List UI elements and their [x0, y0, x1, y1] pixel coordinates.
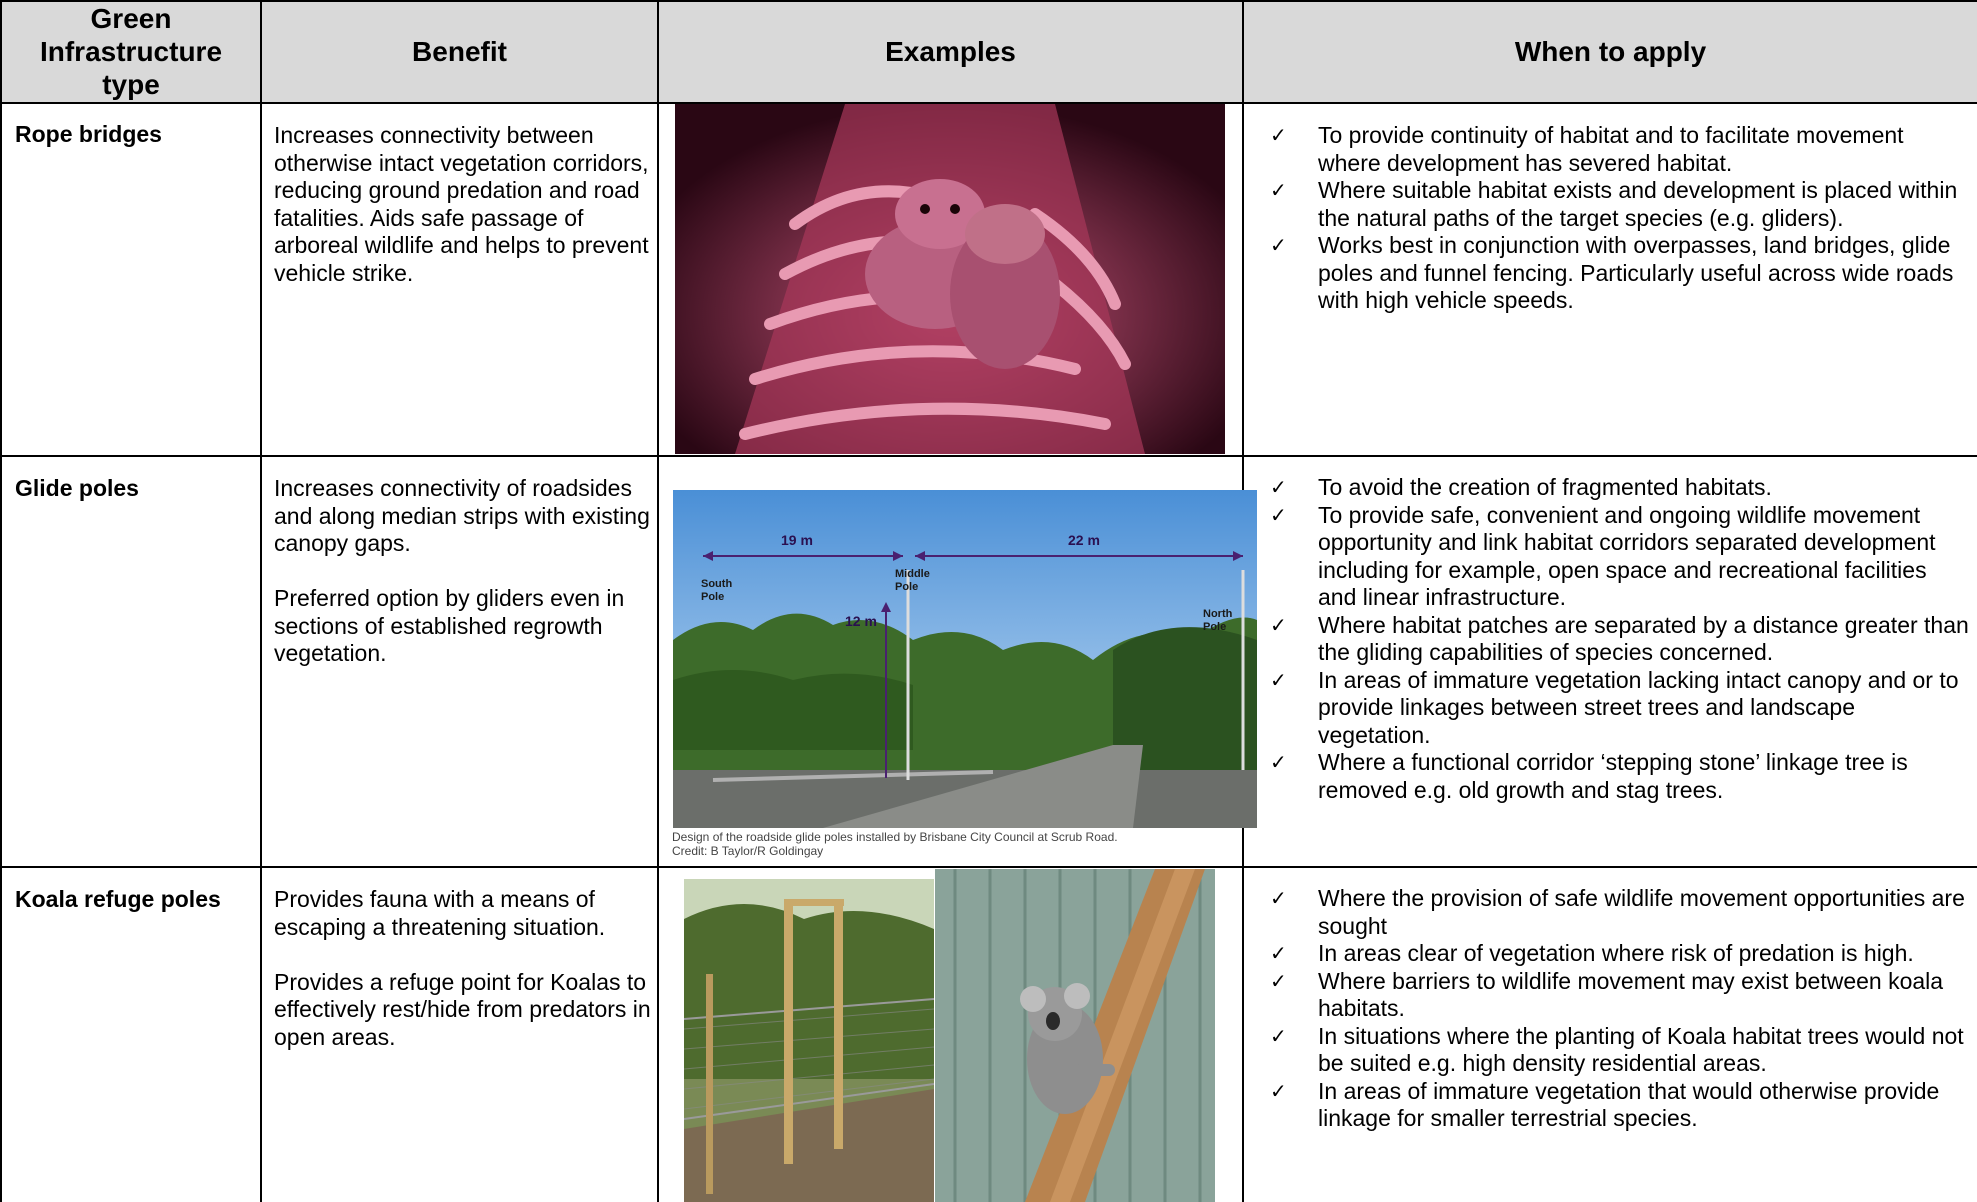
- list-item: ✓ To provide safe, convenient and ongoing…: [1270, 502, 1970, 612]
- check-icon: ✓: [1270, 502, 1287, 527]
- fence-pole-photo: [684, 879, 934, 1202]
- list-item-text: In areas of immature vegetation that wou…: [1318, 1077, 1940, 1132]
- benefit-paragraph: Provides a refuge point for Koalas to ef…: [274, 968, 651, 1050]
- check-icon: ✓: [1270, 941, 1287, 965]
- header-when-label: When to apply: [1514, 35, 1707, 67]
- grid-line: [0, 866, 1977, 868]
- diagram-height: 12 m: [845, 613, 877, 629]
- list-item: ✓ In areas of immature vegetation that wo…: [1270, 1078, 1970, 1133]
- list-item-text: In situations where the planting of Koal…: [1318, 1022, 1964, 1077]
- check-icon: ✓: [1270, 233, 1287, 257]
- check-icon: ✓: [1270, 886, 1287, 910]
- koala-pole-illustration: [935, 869, 1215, 1202]
- check-icon: ✓: [1270, 475, 1287, 499]
- when-list-koala-refuge-poles: ✓ Where the provision of safe wildlife mo…: [1270, 885, 1970, 1133]
- list-item: ✓ In areas clear of vegetation where risk…: [1270, 940, 1970, 968]
- benefit-paragraph: Increases connectivity between otherwise…: [274, 122, 649, 286]
- grid-line: [0, 0, 1977, 2]
- grid-line: [657, 0, 659, 1202]
- when-list-rope-bridges: ✓ To provide continuity of habitat and to…: [1270, 122, 1970, 315]
- grid-line: [260, 0, 262, 1202]
- list-item: ✓ To avoid the creation of fragmented hab…: [1270, 474, 1970, 502]
- list-item-text: Where suitable habitat exists and develo…: [1318, 177, 1958, 231]
- list-item-text: Works best in conjunction with overpasse…: [1318, 232, 1954, 313]
- check-icon: ✓: [1270, 178, 1287, 202]
- caption-credit: Credit: B Taylor/R Goldingay: [672, 844, 824, 858]
- check-icon: ✓: [1270, 968, 1287, 993]
- list-item-text: To provide continuity of habitat and to …: [1318, 122, 1904, 176]
- list-item: ✓ Where barriers to wildlife movement may…: [1270, 968, 1970, 1023]
- when-list-glide-poles: ✓ To avoid the creation of fragmented hab…: [1270, 474, 1970, 804]
- benefit-paragraph: Preferred option by gliders even in sect…: [274, 585, 625, 666]
- header-examples: Examples: [659, 0, 1242, 102]
- list-item-text: To avoid the creation of fragmented habi…: [1318, 474, 1772, 500]
- benefit-paragraph: Increases connectivity of roadsides and …: [274, 475, 650, 556]
- diagram-left-distance: 19 m: [781, 532, 813, 548]
- list-item-text: In areas clear of vegetation where risk …: [1318, 940, 1914, 966]
- list-item: ✓ Where suitable habitat exists and devel…: [1270, 177, 1970, 232]
- benefit-rope-bridges: Increases connectivity between otherwise…: [274, 122, 654, 315]
- row-type-glide-poles: Glide poles: [15, 475, 139, 501]
- grid-line: [0, 0, 2, 1202]
- list-item-text: Where the provision of safe wildlife mov…: [1318, 885, 1965, 939]
- list-item: ✓ In areas of immature vegetation lacking…: [1270, 667, 1970, 750]
- list-item-text: Where a functional corridor ‘stepping st…: [1318, 749, 1908, 803]
- list-item: ✓ To provide continuity of habitat and to…: [1270, 122, 1970, 177]
- grid-line: [0, 455, 1977, 457]
- check-icon: ✓: [1270, 750, 1287, 774]
- caption-line: Design of the roadside glide poles insta…: [672, 830, 1118, 844]
- benefit-glide-poles: Increases connectivity of roadsides and …: [274, 475, 654, 695]
- header-benefit-label: Benefit: [412, 35, 507, 67]
- check-icon: ✓: [1270, 123, 1287, 147]
- rope-bridge-photo: [675, 104, 1225, 454]
- check-icon: ✓: [1270, 667, 1287, 692]
- koala-pole-photo: [935, 869, 1215, 1202]
- list-item: ✓ In situations where the planting of Koa…: [1270, 1023, 1970, 1078]
- rope-bridge-illustration: [675, 104, 1225, 454]
- list-item-text: In areas of immature vegetation lacking …: [1318, 666, 1959, 748]
- diagram-caption: Design of the roadside glide poles insta…: [672, 830, 1272, 858]
- header-when: When to apply: [1244, 0, 1977, 102]
- list-item: ✓ Works best in conjunction with overpass…: [1270, 232, 1970, 315]
- list-item-text: To provide safe, convenient and ongoing …: [1318, 501, 1936, 611]
- benefit-paragraph: Provides fauna with a means of escaping …: [274, 886, 606, 940]
- row-type-rope-bridges: Rope bridges: [15, 121, 162, 147]
- header-benefit: Benefit: [262, 0, 657, 102]
- row-type-koala-refuge-poles: Koala refuge poles: [15, 886, 221, 912]
- list-item: ✓ Where habitat patches are separated by …: [1270, 612, 1970, 667]
- header-examples-label: Examples: [885, 35, 1016, 67]
- check-icon: ✓: [1270, 1023, 1287, 1048]
- list-item-text: Where habitat patches are separated by a…: [1318, 611, 1969, 666]
- check-icon: ✓: [1270, 612, 1287, 637]
- list-item: ✓ Where the provision of safe wildlife mo…: [1270, 885, 1970, 940]
- header-type-label: Green Infrastructure type: [39, 2, 223, 100]
- header-type: Green Infrastructure type: [2, 0, 260, 102]
- list-item-text: Where barriers to wildlife movement may …: [1318, 967, 1944, 1022]
- benefit-koala-refuge-poles: Provides fauna with a means of escaping …: [274, 886, 654, 1079]
- check-icon: ✓: [1270, 1078, 1287, 1103]
- diagram-right-distance: 22 m: [1068, 532, 1100, 548]
- list-item: ✓ Where a functional corridor ‘stepping s…: [1270, 749, 1970, 804]
- fence-pole-illustration: [684, 879, 934, 1202]
- grid-line: [0, 102, 1977, 104]
